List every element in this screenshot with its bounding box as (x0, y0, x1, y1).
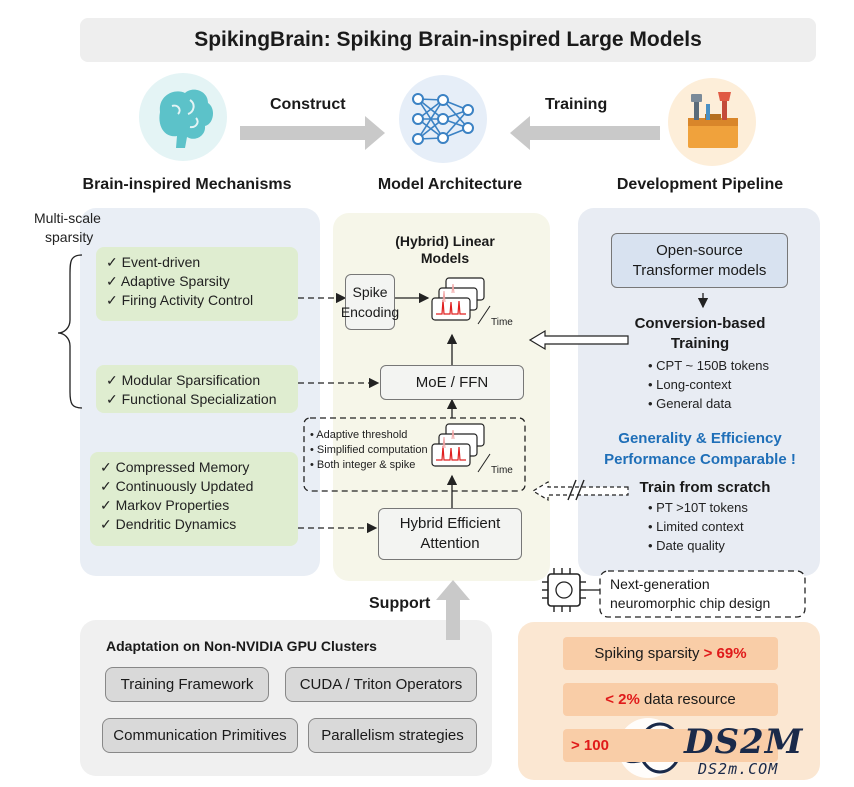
training-arrow (510, 116, 660, 150)
mechanism-item: ✓ Adaptive Sparsity (106, 273, 230, 289)
multiscale-label-line2: sparsity (45, 229, 94, 245)
watermark: DS2M DS2m.COM (622, 718, 842, 784)
mechanism-item: ✓ Markov Properties (100, 497, 230, 513)
time-label: Time (491, 465, 513, 476)
conversion-line2: Training (670, 335, 730, 352)
mechanism-item: ✓ Firing Activity Control (106, 292, 254, 308)
mechanism-group-memory: ✓ Compressed Memory ✓ Continuously Updat… (90, 452, 298, 546)
hybrid-attention-line2: Attention (420, 535, 480, 552)
spike-encoding-box: Spike Encoding (341, 274, 399, 330)
model-architecture-label: Model Architecture (377, 176, 523, 193)
cuda-triton-button: CUDA / Triton Operators (285, 667, 477, 702)
stat-text: Spiking sparsity (594, 645, 704, 662)
open-source-models-box: Open-source Transformer models (611, 233, 788, 288)
watermark-brand: DS2M (684, 722, 804, 762)
watermark-domain: DS2m.COM (698, 760, 779, 778)
spike-encoding-line2: Encoding (340, 304, 400, 320)
mechanism-item: ✓ Functional Specialization (106, 391, 277, 407)
chip-label-line1: Next-generation (610, 576, 710, 592)
linear-models-title-line1: (Hybrid) Linear (395, 233, 495, 249)
attention-note: • Simplified computation (310, 444, 428, 456)
spiking-sparsity-stat: Spiking sparsity > 69% (563, 637, 778, 670)
construct-arrow (240, 116, 385, 150)
attention-notes: • Adaptive threshold • Simplified comput… (310, 428, 428, 473)
conversion-item: • General data (648, 396, 732, 411)
data-resource-stat: < 2% data resource (563, 683, 778, 716)
conversion-training-title: Conversion-based Training (610, 314, 790, 354)
training-framework-button: Training Framework (105, 667, 269, 702)
support-label: Support (369, 595, 431, 612)
multiscale-label-line1: Multi-scale (34, 210, 101, 226)
stat-text: data resource (639, 691, 736, 708)
chip-label-line2: neuromorphic chip design (610, 595, 771, 611)
spike-wave-cards-top (431, 277, 491, 325)
generality-headline: Generality & Efficiency Performance Comp… (590, 428, 810, 470)
conversion-item: • CPT ~ 150B tokens (648, 358, 770, 373)
generality-line1: Generality & Efficiency (618, 430, 782, 447)
attention-note: • Both integer & spike (310, 459, 416, 471)
hybrid-attention-box: Hybrid Efficient Attention (378, 508, 522, 560)
generality-line2: Performance Comparable ! (604, 451, 796, 468)
spike-encoding-line1: Spike (352, 284, 388, 300)
linear-models-title: (Hybrid) Linear Models (355, 233, 535, 267)
communication-primitives-button: Communication Primitives (102, 718, 298, 753)
open-source-line1: Open-source (656, 241, 743, 259)
scratch-item: • Date quality (648, 538, 725, 553)
moe-ffn-box: MoE / FFN (380, 365, 524, 400)
linear-models-title-line2: Models (420, 250, 470, 266)
third-stat: > 100 (563, 729, 778, 762)
training-label: Training (545, 96, 608, 113)
conversion-item: • Long-context (648, 377, 732, 392)
gpu-adaptation-title: Adaptation on Non-NVIDIA GPU Clusters (106, 638, 377, 654)
mechanism-group-modular: ✓ Modular Sparsification ✓ Functional Sp… (96, 365, 298, 413)
mechanism-group-sparsity: ✓ Event-driven ✓ Adaptive Sparsity ✓ Fir… (96, 247, 298, 321)
stat-highlight: > 100 (571, 737, 609, 754)
stat-highlight: < 2% (605, 691, 640, 708)
construct-label: Construct (270, 96, 346, 113)
mechanism-item: ✓ Modular Sparsification (106, 372, 261, 388)
scratch-item: • PT >10T tokens (648, 500, 748, 515)
chip-design-label: Next-generation neuromorphic chip design (610, 575, 770, 613)
hybrid-attention-line1: Hybrid Efficient (399, 515, 501, 532)
scratch-items: • PT >10T tokens • Limited context • Dat… (648, 498, 748, 555)
development-pipeline-label: Development Pipeline (616, 176, 784, 193)
brain-mechanisms-label: Brain-inspired Mechanisms (82, 176, 292, 193)
mechanism-item: ✓ Event-driven (106, 254, 201, 270)
mechanism-item: ✓ Dendritic Dynamics (100, 516, 237, 532)
train-from-scratch-title: Train from scratch (639, 479, 771, 496)
toolbox-icon (668, 78, 756, 166)
conversion-line1: Conversion-based (634, 315, 766, 332)
parallelism-strategies-button: Parallelism strategies (308, 718, 477, 753)
stat-highlight: > 69% (703, 645, 747, 662)
conversion-items: • CPT ~ 150B tokens • Long-context • Gen… (648, 356, 769, 413)
open-source-line2: Transformer models (632, 261, 767, 279)
support-arrow (436, 580, 470, 640)
page-title: SpikingBrain: Spiking Brain-inspired Lar… (80, 18, 816, 62)
neural-network-icon (399, 75, 487, 163)
scratch-item: • Limited context (648, 519, 744, 534)
mechanism-item: ✓ Compressed Memory (100, 459, 250, 475)
chip-icon (542, 568, 600, 612)
brain-icon (139, 73, 227, 161)
mechanism-item: ✓ Continuously Updated (100, 478, 254, 494)
spike-wave-cards-middle (431, 423, 491, 473)
attention-note: • Adaptive threshold (310, 429, 408, 441)
time-label: Time (491, 317, 513, 328)
